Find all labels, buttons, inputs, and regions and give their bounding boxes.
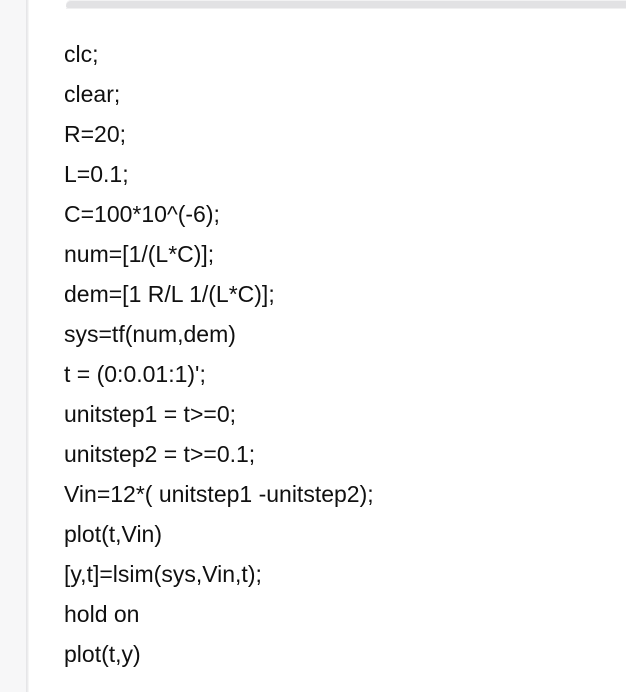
code-line: unitstep1 = t>=0; xyxy=(64,401,236,427)
code-line: hold on xyxy=(64,601,140,627)
left-gutter xyxy=(0,0,26,692)
code-line: R=20; xyxy=(64,121,127,147)
code-line: C=100*10^(-6); xyxy=(64,201,220,227)
code-line: clear; xyxy=(64,81,121,107)
panel-top-bar-edge xyxy=(66,8,626,9)
code-line: [y,t]=lsim(sys,Vin,t); xyxy=(64,561,262,587)
vertical-divider xyxy=(26,0,29,692)
code-line: L=0.1; xyxy=(64,161,129,187)
code-line: dem=[1 R/L 1/(L*C)]; xyxy=(64,281,275,307)
panel-top-bar xyxy=(66,0,626,8)
code-line: clc; xyxy=(64,41,99,67)
code-line: unitstep2 = t>=0.1; xyxy=(64,441,256,467)
code-block: clc; clear; R=20; L=0.1; C=100*10^(-6); … xyxy=(64,34,604,674)
code-line: num=[1/(L*C)]; xyxy=(64,241,215,267)
code-line: sys=tf(num,dem) xyxy=(64,321,236,347)
code-line: t = (0:0.01:1)'; xyxy=(64,361,206,387)
code-line: plot(t,y) xyxy=(64,641,141,667)
code-line: plot(t,Vin) xyxy=(64,521,163,547)
code-line: Vin=12*( unitstep1 -unitstep2); xyxy=(64,481,374,507)
